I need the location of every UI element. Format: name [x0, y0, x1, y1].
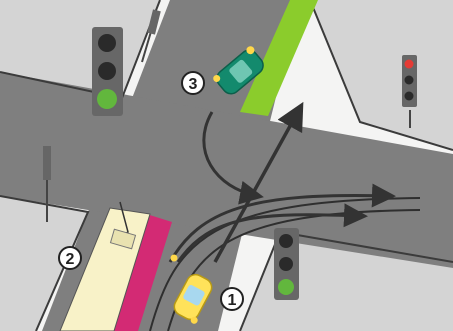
traffic-light-bottom-right — [274, 228, 299, 300]
tram-blinker — [171, 255, 178, 262]
marker-1: 1 — [221, 288, 243, 310]
light-off — [279, 234, 293, 248]
light-off — [279, 257, 293, 271]
marker-2-label: 2 — [66, 251, 75, 268]
light-green — [278, 279, 294, 295]
light-off — [405, 76, 414, 85]
marker-3: 3 — [182, 72, 204, 94]
marker-2: 2 — [59, 247, 81, 269]
light-green — [97, 89, 117, 109]
light-red — [405, 60, 414, 69]
marker-1-label: 1 — [228, 292, 237, 309]
light-off — [98, 62, 116, 80]
traffic-light-top-left — [92, 27, 123, 116]
light-off — [98, 34, 116, 52]
marker-3-label: 3 — [189, 76, 198, 93]
light-off — [405, 92, 414, 101]
